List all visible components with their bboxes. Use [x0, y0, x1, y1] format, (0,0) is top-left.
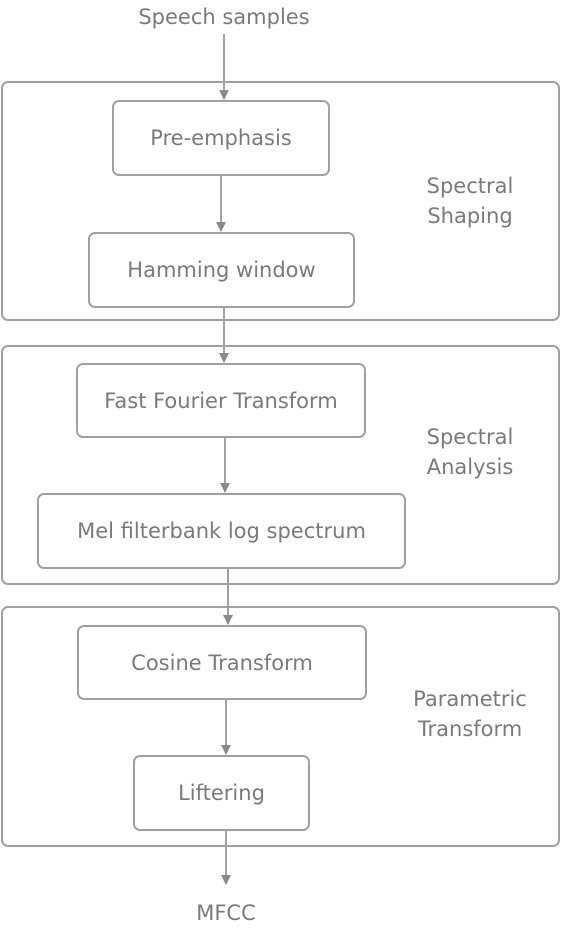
- step-cosine-transform: Cosine Transform: [77, 625, 367, 700]
- group-label-line: Spectral: [426, 425, 514, 449]
- step-mel-filterbank-log-spectrum: Mel filterbank log spectrum: [37, 493, 406, 569]
- group-label-line: Analysis: [426, 455, 514, 479]
- group-spectral-shaping: [1, 81, 560, 321]
- output-label: MFCC: [196, 901, 256, 925]
- step-liftering: Liftering: [133, 755, 310, 831]
- group-label-parametric-transform: Parametric Transform: [394, 684, 546, 744]
- input-label: Speech samples: [138, 5, 310, 29]
- group-spectral-analysis: [1, 345, 560, 585]
- group-label-line: Parametric: [413, 687, 527, 711]
- step-pre-emphasis: Pre-emphasis: [112, 100, 330, 176]
- group-label-line: Spectral: [426, 174, 514, 198]
- group-label-line: Transform: [417, 717, 523, 741]
- group-label-spectral-analysis: Spectral Analysis: [400, 422, 540, 482]
- step-hamming-window: Hamming window: [88, 232, 355, 308]
- group-parametric-transform: [1, 606, 560, 847]
- group-label-line: Shaping: [427, 204, 513, 228]
- step-fast-fourier-transform: Fast Fourier Transform: [76, 363, 366, 438]
- group-label-spectral-shaping: Spectral Shaping: [400, 171, 540, 231]
